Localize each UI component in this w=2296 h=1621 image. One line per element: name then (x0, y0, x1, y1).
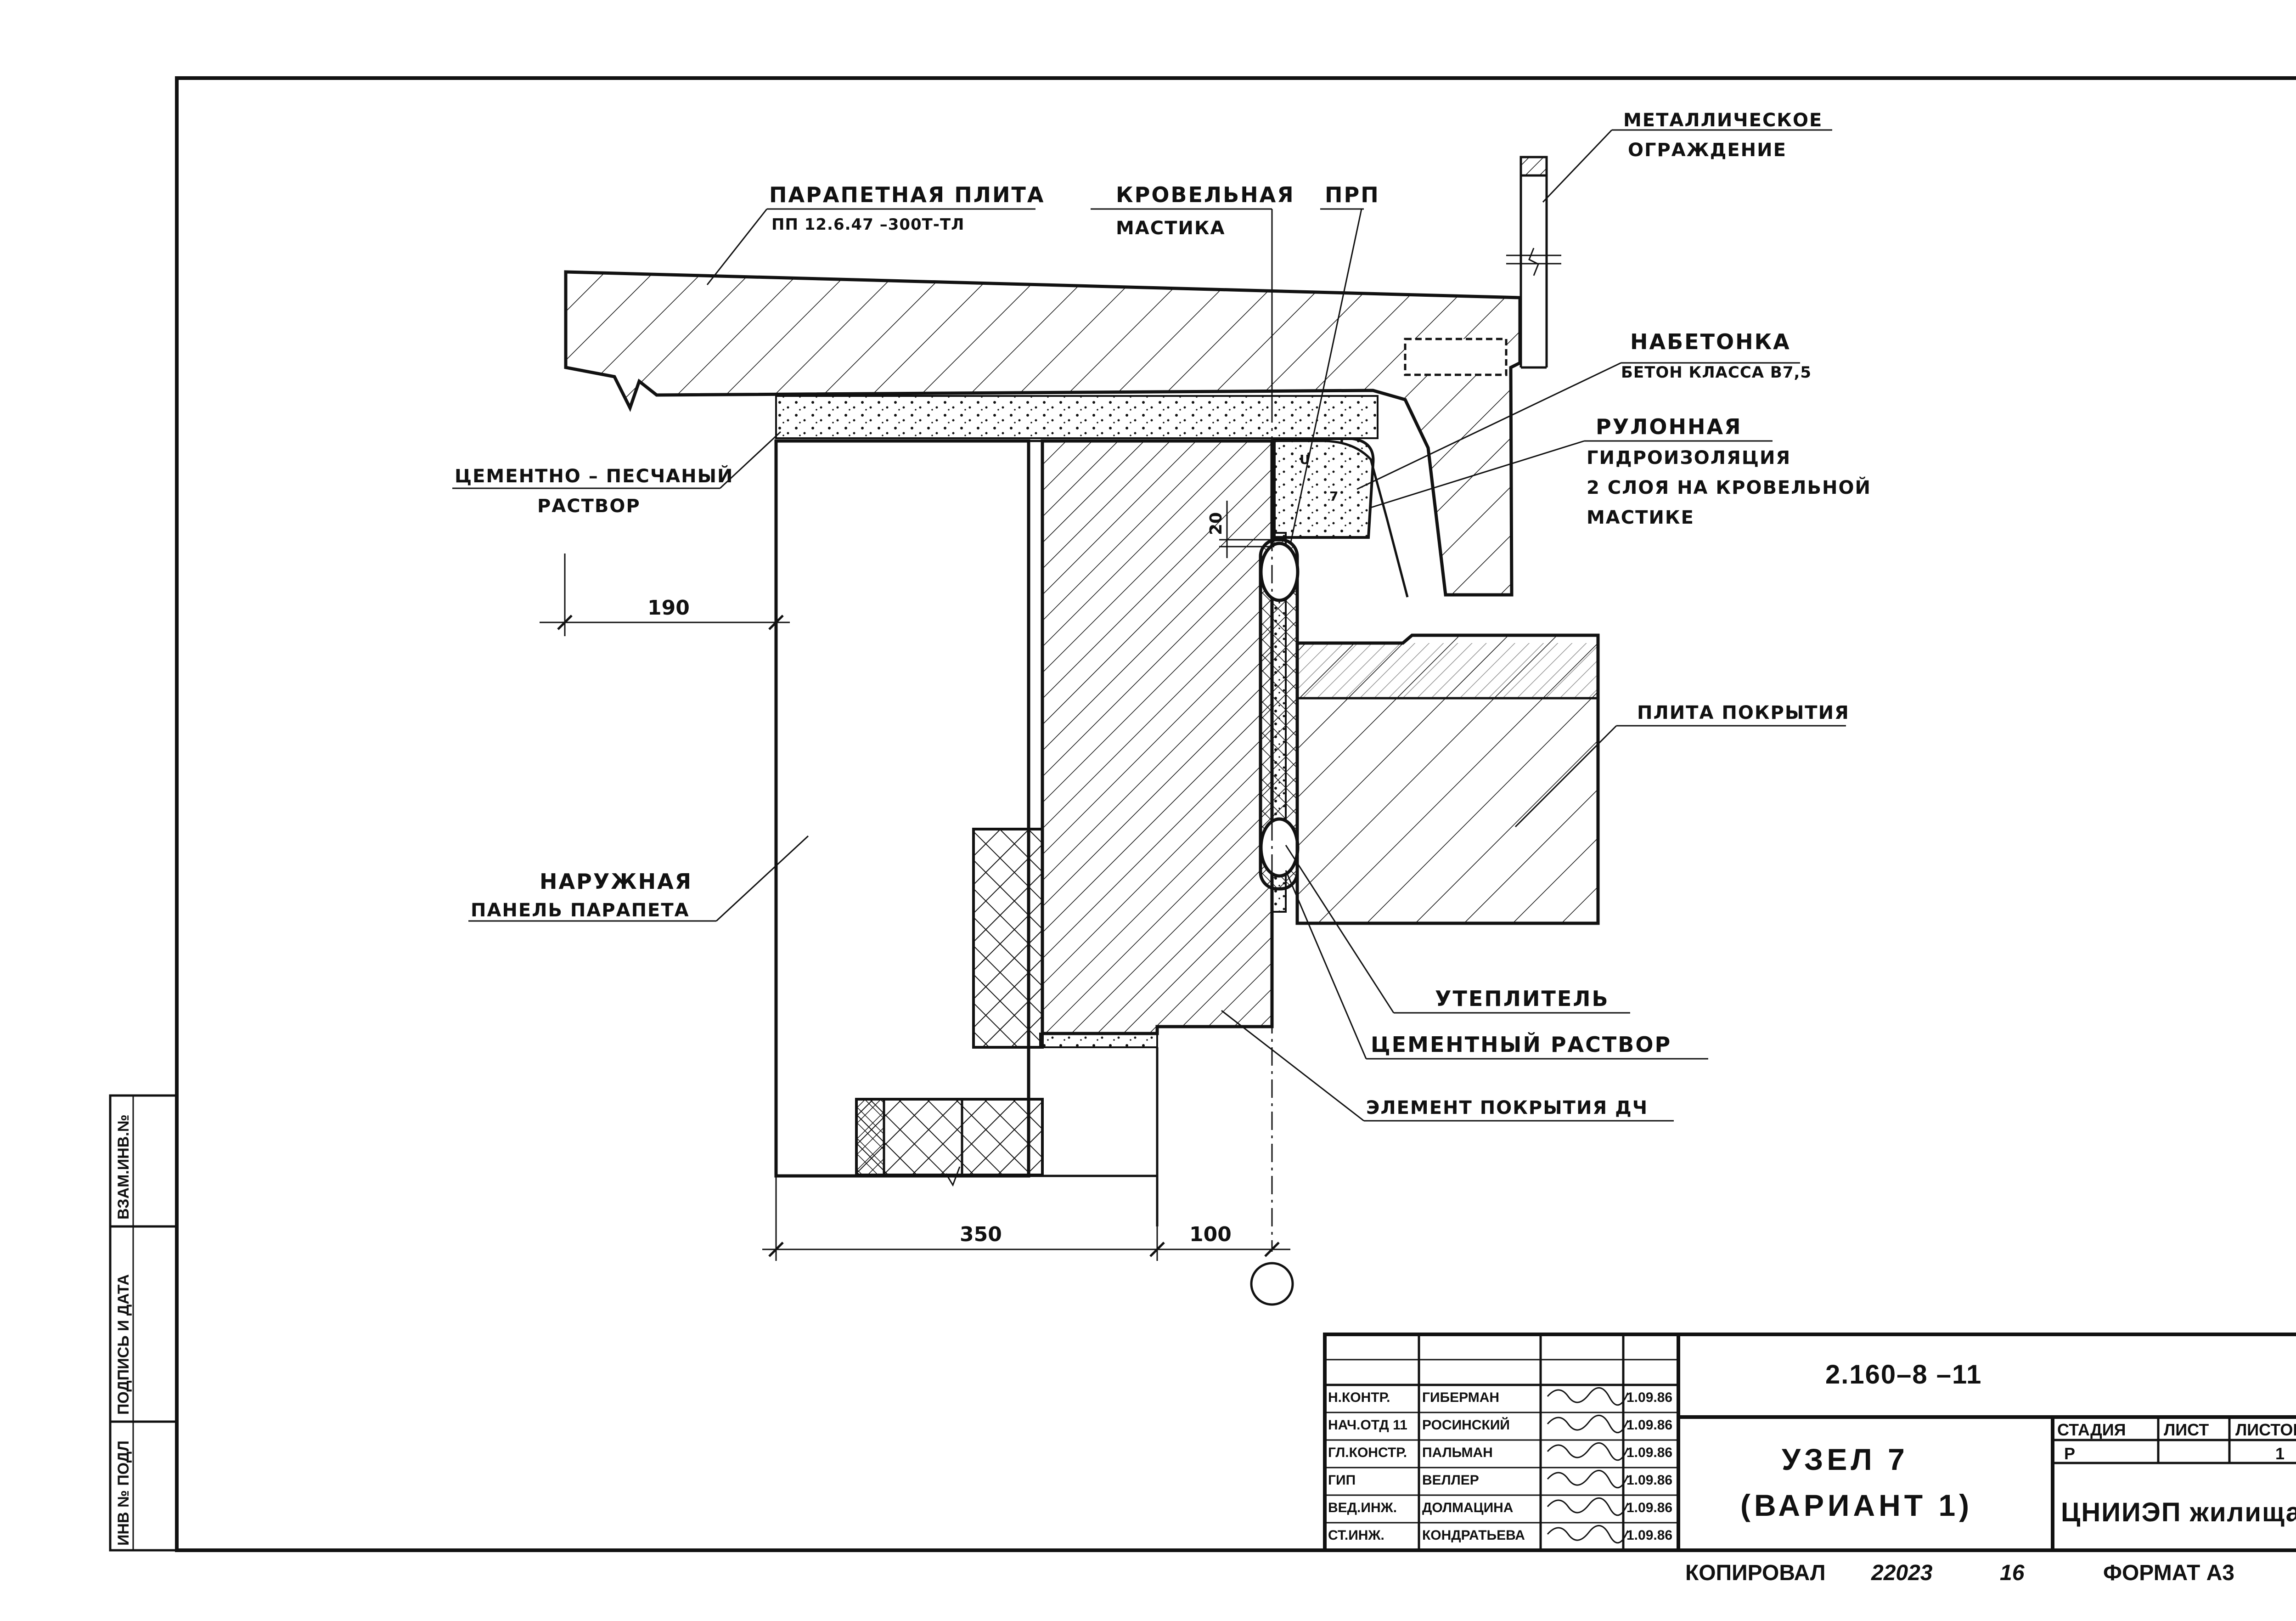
prp-gasket-top (1259, 542, 1300, 602)
sheets-value: 1 (2275, 1444, 2285, 1463)
staff-signature (1547, 1525, 1629, 1544)
format-label: ФОРМАТ А3 (2103, 1561, 2234, 1585)
parapet-groove (613, 376, 641, 411)
label-parapet-plate-2: ПП 12.6.47 –300Т-ТЛ (771, 215, 964, 234)
dimension-20: 20 (1207, 501, 1274, 558)
label-roll-waterproof-2: ГИДРОИЗОЛЯЦИЯ (1587, 447, 1791, 469)
embedded-anchor (1404, 338, 1508, 376)
staff-role: ВЕД.ИНЖ. (1328, 1500, 1397, 1515)
label-roll-waterproof-3: 2 СЛОЯ НА КРОВЕЛЬНОЙ (1587, 476, 1871, 498)
svg-text:7: 7 (1329, 489, 1338, 504)
staff-name: РОСИНСКИЙ (1422, 1417, 1510, 1433)
copied-sheet: 16 (2000, 1561, 2025, 1585)
doc-code: 2.160–8 –11 (1825, 1360, 1982, 1389)
label-roof-mastic-1: КРОВЕЛЬНАЯ (1116, 182, 1295, 207)
staff-date: 1.09.86 (1626, 1445, 1672, 1460)
label-roll-waterproof-1: РУЛОННАЯ (1596, 414, 1742, 439)
side-inv-repl: ВЗАМ.ИНВ.№ (115, 1114, 132, 1220)
roof-slab-top-layer (1297, 643, 1598, 698)
roof-element-foot (1039, 1033, 1158, 1048)
parapet-section-drawing: U 7 190 20 (452, 110, 1871, 1306)
staff-signature (1547, 1414, 1629, 1434)
staff-signature (1547, 1497, 1629, 1516)
metal-fence (1506, 156, 1561, 369)
staff-date: 1.09.86 (1626, 1418, 1672, 1433)
crosshatch-block-lower (855, 1098, 1044, 1187)
sheet-header: ЛИСТ (2164, 1420, 2209, 1439)
side-sign-date: ПОДПИСЬ И ДАТА (115, 1274, 132, 1415)
staff-signature (1547, 1442, 1629, 1461)
label-roof-mastic-2: МАСТИКА (1116, 218, 1226, 239)
side-inv-orig: ИНВ № ПОДЛ (115, 1440, 132, 1546)
title-line-2: (ВАРИАНТ 1) (1740, 1488, 1973, 1522)
label-outer-panel-2: ПАНЕЛЬ ПАРАПЕТА (471, 900, 690, 921)
staff-signature (1547, 1387, 1629, 1406)
label-metal-fence-2: ОГРАЖДЕНИЕ (1628, 140, 1787, 161)
stage-value: Р (2064, 1444, 2075, 1463)
staff-date: 1.09.86 (1626, 1500, 1672, 1515)
roof-element-dch (1041, 439, 1274, 1035)
staff-date: 1.09.86 (1626, 1528, 1672, 1543)
staff-role: ГЛ.КОНСТР. (1328, 1445, 1407, 1460)
crosshatch-block-upper (972, 828, 1044, 1049)
label-roll-waterproof-4: МАСТИКЕ (1587, 507, 1694, 528)
staff-name: КОНДРАТЬЕВА (1422, 1528, 1525, 1543)
drawing-frame (175, 76, 2296, 1552)
label-roof-slab: ПЛИТА ПОКРЫТИЯ (1637, 702, 1850, 723)
copied-label: КОПИРОВАЛ (1685, 1561, 1826, 1585)
concrete-fill (1273, 437, 1375, 539)
staff-date: 1.09.86 (1626, 1390, 1672, 1405)
staff-signature (1547, 1469, 1629, 1489)
label-metal-fence-1: МЕТАЛЛИЧЕСКОЕ (1623, 110, 1823, 131)
sheets-header: ЛИСТОВ (2235, 1420, 2296, 1439)
axis-marker (1250, 1262, 1294, 1306)
label-prp: ПРП (1325, 182, 1380, 207)
label-concrete-fill-2: БЕТОН КЛАССА В7,5 (1621, 363, 1812, 382)
staff-role: ГИП (1328, 1473, 1356, 1488)
dimension-190: 190 (540, 554, 790, 636)
staff-name: ДОЛМАЦИНА (1422, 1500, 1513, 1515)
label-insulation: УТЕПЛИТЕЛЬ (1435, 986, 1609, 1011)
stage-header: СТАДИЯ (2057, 1420, 2126, 1439)
staff-name: ВЕЛЛЕР (1422, 1473, 1479, 1488)
staff-role: НАЧ.ОТД 11 (1328, 1418, 1407, 1433)
outer-parapet-panel (774, 439, 1030, 1178)
staff-name: ПАЛЬМАН (1422, 1445, 1493, 1460)
staff-date: 1.09.86 (1626, 1473, 1672, 1488)
leader-lines (452, 129, 1846, 1122)
organization: ЦНИИЭП жилища (2061, 1497, 2296, 1527)
label-cement-sand-2: РАСТВОР (537, 496, 641, 517)
svg-text:190: 190 (647, 596, 690, 620)
svg-text:20: 20 (1207, 512, 1226, 535)
label-cement-sand-1: ЦЕМЕНТНО – ПЕСЧАНЫЙ (455, 465, 734, 487)
cement-sand-strip (775, 395, 1379, 439)
label-parapet-plate-1: ПАРАПЕТНАЯ ПЛИТА (769, 182, 1045, 207)
staff-name: ГИБЕРМАН (1422, 1390, 1499, 1405)
label-roof-element: ЭЛЕМЕНТ ПОКРЫТИЯ ДЧ (1366, 1097, 1648, 1118)
staff-role: Н.КОНТР. (1328, 1390, 1390, 1405)
label-cement-mortar: ЦЕМЕНТНЫЙ РАСТВОР (1371, 1032, 1671, 1057)
prp-gasket-bottom (1259, 817, 1300, 878)
staff-role: СТ.ИНЖ. (1328, 1528, 1384, 1543)
copied-number: 22023 (1871, 1561, 1933, 1585)
svg-text:350: 350 (960, 1223, 1002, 1246)
svg-text:100: 100 (1189, 1223, 1232, 1246)
dimension-350-100: 350 100 (762, 1176, 1290, 1261)
label-concrete-fill-1: НАБЕТОНКА (1630, 329, 1791, 354)
title-line-1: УЗЕЛ 7 (1782, 1442, 1908, 1476)
side-stamp: ИНВ № ПОДЛ ПОДПИСЬ И ДАТА ВЗАМ.ИНВ.№ (109, 1094, 178, 1552)
label-outer-panel-1: НАРУЖНАЯ (540, 869, 692, 894)
